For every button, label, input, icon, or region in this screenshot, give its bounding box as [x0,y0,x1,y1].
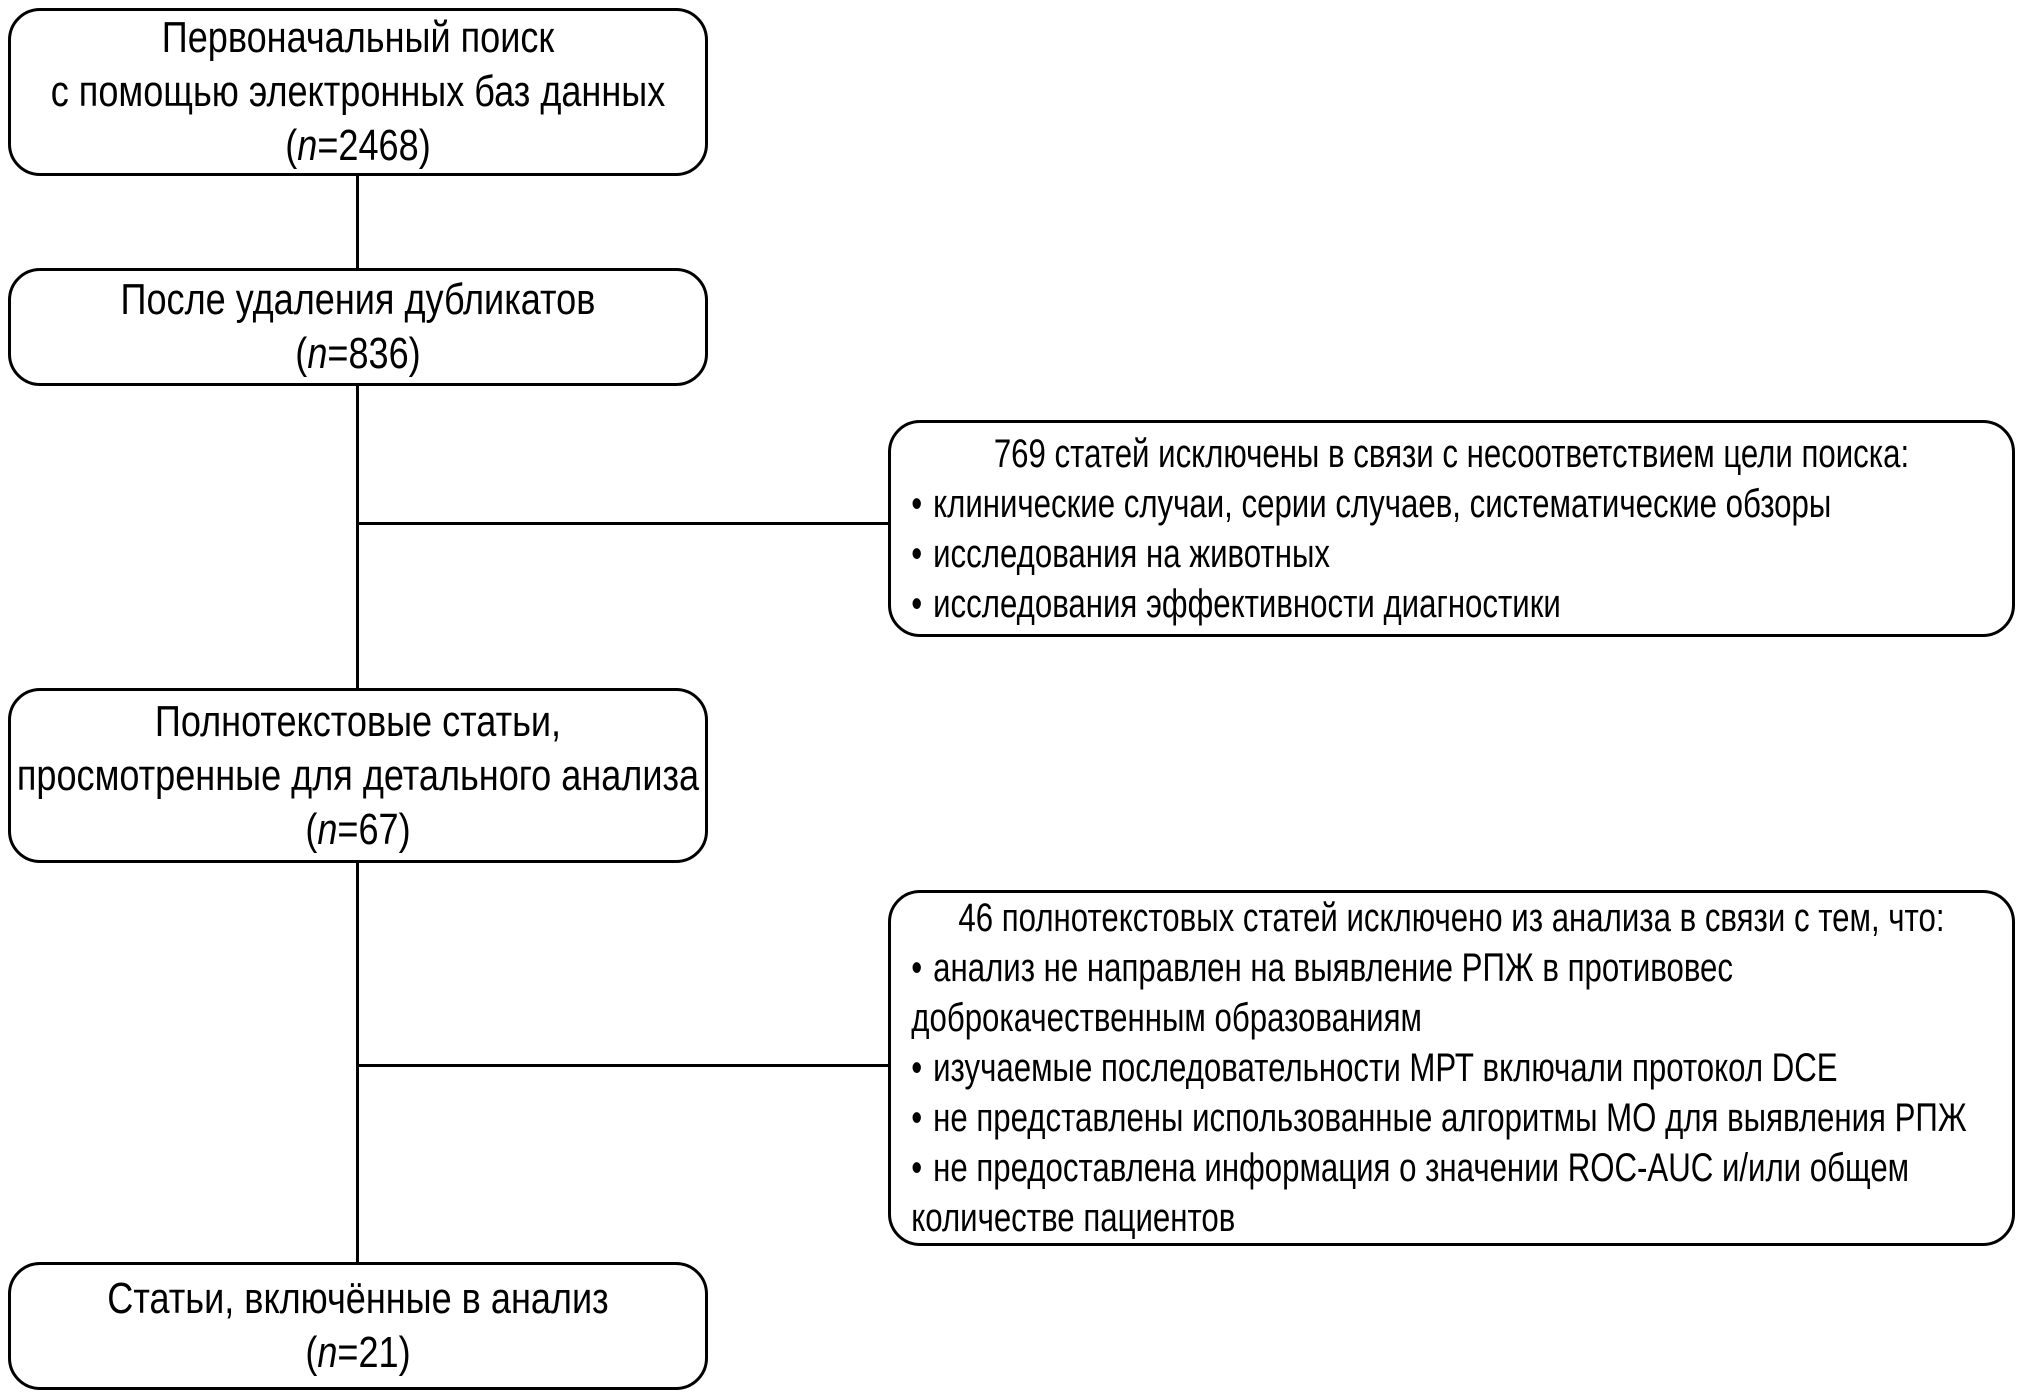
flow-box-included: Статьи, включённые в анализ (n=21) [8,1262,708,1390]
flow-box-line: После удаления дубликатов [120,275,596,324]
n-symbol: n [317,804,338,854]
flow-box-content: Статьи, включённые в анализ (n=21) [11,1265,705,1387]
bullet-item: •исследования эффективности диагностики [911,579,1991,629]
exclusion-box-content: 46 полнотекстовых статей исключено из ан… [891,893,2012,1243]
flow-box-content: Полнотекстовые статьи, просмотренные для… [11,691,705,860]
flow-box-line: с помощью электронных баз данных [50,67,666,116]
bullet-text-continuation: количестве пациентов [911,1196,1236,1240]
bullet-icon: • [911,1096,923,1140]
n-symbol: n [317,1328,338,1377]
bullet-icon: • [911,1146,923,1190]
bullet-icon: • [911,581,923,626]
exclusion-title: 46 полнотекстовых статей исключено из ан… [958,896,1945,940]
bullet-text: не представлены использованные алгоритмы… [933,1096,1967,1140]
bullet-icon: • [911,481,923,526]
bullet-text: исследования на животных [933,531,1330,576]
flow-box-initial-search: Первоначальный поиск с помощью электронн… [8,8,708,176]
bullet-icon: • [911,1046,923,1090]
exclusion-box-46: 46 полнотекстовых статей исключено из ан… [888,890,2015,1246]
bullet-text: исследования эффективности диагностики [933,581,1561,626]
flow-box-content: После удаления дубликатов (n=836) [11,271,705,383]
n-post: =2468) [317,121,431,170]
bullet-icon: • [911,531,923,576]
n-count-line: (n=21) [11,1326,705,1380]
flow-box-after-duplicates: После удаления дубликатов (n=836) [8,268,708,386]
connector-branch-2 [358,1064,888,1067]
n-count-line: (n=67) [11,803,705,857]
flow-box-full-text-screened: Полнотекстовые статьи, просмотренные для… [8,688,708,863]
flow-box-content: Первоначальный поиск с помощью электронн… [11,11,705,173]
exclusion-box-content: 769 статей исключены в связи с несоответ… [891,423,2012,634]
bullet-text: клинические случаи, серии случаев, систе… [933,481,1832,526]
bullet-item: •изучаемые последовательности МРТ включа… [911,1043,1991,1093]
n-post: =836) [327,329,421,378]
bullet-item: •анализ не направлен на выявление РПЖ в … [911,943,1991,993]
bullet-text: не предоставлена информация о значении R… [933,1146,1910,1190]
n-pre: ( [305,1328,318,1377]
bullet-item: •клинические случаи, серии случаев, сист… [911,479,1991,529]
exclusion-title: 769 статей исключены в связи с несоответ… [993,431,1910,476]
n-count-line: (n=836) [11,327,705,381]
exclusion-box-769: 769 статей исключены в связи с несоответ… [888,420,2015,637]
bullet-text-continuation: доброкачественным образованиям [911,996,1422,1040]
n-post: =67) [337,804,411,854]
flow-box-line: просмотренные для детального анализа [16,750,700,800]
bullet-icon: • [911,946,923,990]
bullet-text: изучаемые последовательности МРТ включал… [933,1046,1838,1090]
flow-box-line: Статьи, включённые в анализ [107,1274,609,1323]
bullet-item: •исследования на животных [911,529,1991,579]
n-count-line: (n=2468) [11,119,705,173]
flow-box-line: Полнотекстовые статьи, [154,696,562,746]
n-post: =21) [337,1328,411,1377]
n-pre: ( [295,329,308,378]
n-symbol: n [297,121,318,170]
bullet-item: •не предоставлена информация о значении … [911,1143,1991,1193]
flow-box-line: Первоначальный поиск [161,13,555,62]
bullet-text: анализ не направлен на выявление РПЖ в п… [933,946,1733,990]
connector-branch-1 [358,522,888,525]
n-pre: ( [285,121,298,170]
n-symbol: n [307,329,328,378]
connector-vertical-1 [356,176,359,268]
bullet-item: •не представлены использованные алгоритм… [911,1093,1991,1143]
connector-vertical-2 [356,386,359,688]
n-pre: ( [305,804,318,854]
connector-vertical-3 [356,863,359,1262]
